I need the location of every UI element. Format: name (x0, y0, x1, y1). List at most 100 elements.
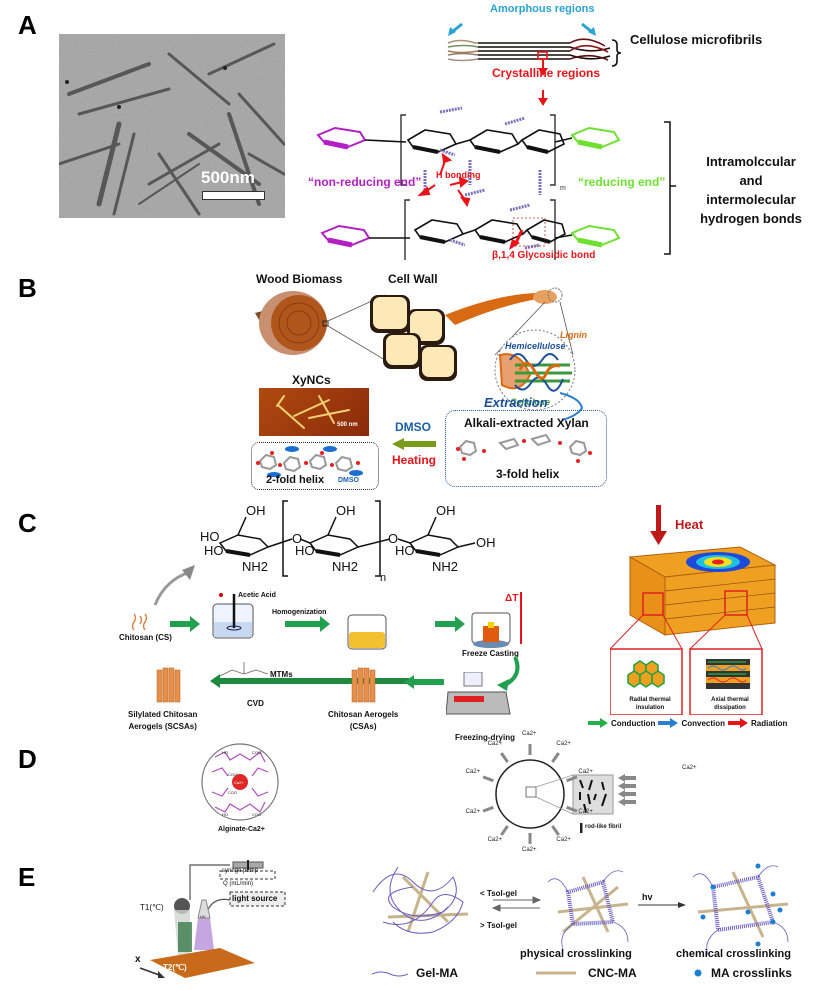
ca-ion-label: Ca2+ (556, 836, 571, 843)
reducing-ring-bottom (570, 224, 621, 248)
bioprinting-setup (139, 860, 286, 978)
atom-ho-2: HO (204, 543, 224, 558)
csa-line-2: (CSAs) (349, 722, 377, 731)
light-source-label: light source (232, 894, 278, 903)
curved-grey-arrow (153, 565, 195, 606)
bond-line-4: hydrogen bonds (700, 211, 802, 226)
lt-tsolgel-label: < Tsol-gel (480, 889, 517, 898)
axial-line-2: dissipation (714, 705, 746, 711)
hemicellulose-label: Hemicellulose (505, 341, 566, 351)
syringe-pump-box (219, 870, 276, 880)
legend-ma-crosslinks: MA crosslinks (711, 966, 792, 980)
scsa-label: Silylated Chitosan Aerogels (SCSAs) (128, 709, 197, 733)
atom-nh2-1: NH2 (242, 559, 268, 574)
curved-green-arrow (497, 656, 520, 691)
ca-ion-label: Ca2+ (578, 769, 593, 776)
tem-fibrils (59, 34, 285, 218)
bond-line-2: and (739, 173, 763, 188)
external-ca-arrows (618, 774, 636, 806)
x-axis-label: x (135, 954, 141, 965)
xyncs-crystals (276, 395, 350, 429)
cell-wall-icon (370, 295, 457, 381)
polymer-brackets (400, 114, 556, 260)
two-fold-helix-label: 2-fold helix (266, 474, 325, 486)
uv-label: UV (200, 914, 206, 919)
chemical-crosslinking-label: chemical crosslinking (676, 948, 791, 960)
three-fold-helix-label: 3-fold helix (496, 467, 560, 481)
printed-scaffold (178, 922, 192, 952)
alg-ho-2: HO (222, 812, 228, 817)
ca-arrow (500, 752, 509, 763)
xyncs-label: XyNCs (292, 373, 331, 387)
legend-convection: Convection (681, 718, 725, 728)
radial-line-1: Radial thermal (629, 697, 671, 703)
heat-transfer-legend: Conduction Convection Radiation (588, 718, 787, 728)
t1-label: T1(℃) (140, 903, 164, 912)
heat-arrow (650, 505, 667, 545)
glucose-rings (364, 129, 573, 244)
freeze-casting-icon (471, 612, 511, 648)
panel-letter-d: D (18, 744, 37, 774)
uv-cone (194, 918, 214, 950)
ca-arrow (482, 805, 494, 813)
t2-label: T2(℃) (163, 963, 187, 972)
alg-coo-1: COO⁻ (252, 750, 263, 755)
crosslinking-legend: Gel-MA CNC-MA MA crosslinks (372, 966, 792, 980)
crystalline-arrow-down (538, 59, 548, 76)
three-fold-molecule (456, 433, 592, 463)
cvd-arrow (210, 674, 410, 688)
beaker-solution-icon (347, 614, 387, 650)
alginate-ca-diagram: Ca2+ HO COO⁻ COO⁻ COO⁻ HO COO⁻ (201, 743, 279, 821)
ca-arrow (500, 825, 509, 836)
reducing-ring-top (570, 126, 621, 150)
ca-ion-label: Ca2+ (487, 741, 503, 748)
atom-nh2-2: NH2 (332, 559, 358, 574)
honeycomb-icon (627, 660, 665, 688)
atom-oh-4: OH (476, 535, 496, 550)
glycosidic-bond-label: β,1,4 Glycosidic bond (492, 250, 596, 261)
cellulose-chain-structure: H bonding m n (316, 106, 621, 260)
delta-t-label: ΔT (505, 593, 519, 604)
mtms-label: MTMs (270, 670, 293, 679)
cellulose-microfibrils-label: Cellulose microfibrils (630, 32, 763, 47)
atom-ho-3: HO (295, 543, 315, 558)
hydrogen-bonds (423, 106, 542, 250)
microfibril-diagram (447, 22, 622, 106)
process-arrows-row-1 (170, 616, 465, 632)
acetic-acid-label: Acetic Acid (238, 592, 276, 599)
heat-label: Heat (675, 517, 704, 532)
atom-oh-1: OH (246, 503, 266, 518)
flow-rate-label: Q (mL/min) (223, 881, 253, 887)
atom-ho-4: HO (395, 543, 415, 558)
gel-ma-line-icon (372, 971, 408, 977)
glycosidic-box (512, 217, 546, 247)
radial-highlight (642, 592, 664, 616)
chitosan-label: Chitosan (CS) (119, 633, 172, 642)
csa-line-1: Chitosan Aerogels (328, 710, 399, 719)
chemical-crosslinked-network (692, 863, 789, 956)
physical-crosslinking-label: physical crosslinking (520, 948, 632, 960)
bond-bracket (664, 121, 676, 255)
chitosan-atom-labels: OH OH OH HO HO HO HO OH O O NH2 NH2 NH2 … (200, 503, 496, 584)
legend-radiation: Radiation (751, 718, 788, 728)
scsa-line-1: Silylated Chitosan (128, 710, 198, 719)
two-fold-helix-box: 2-fold helix DMSO (251, 442, 379, 490)
lignin-label: Lignin (560, 330, 587, 340)
freezing-drying-label: Freezing-drying (455, 733, 516, 742)
afm-scale-label: 500 nm (337, 422, 358, 428)
tem-scale-label: 500nm (201, 168, 255, 187)
ca-ion-label: Ca2+ (465, 769, 481, 776)
crystalline-arrow-down-2 (538, 90, 548, 106)
ca-ion-label: Ca2+ (465, 808, 481, 815)
panel-letter-a: A (18, 10, 37, 40)
cnc-ma-line-icon (536, 971, 576, 975)
csa-icon (351, 667, 376, 703)
reducing-end-label: “reducing end” (578, 175, 666, 189)
bond-line-3: intermolecular (706, 192, 796, 207)
ca-arrow (566, 805, 578, 813)
hv-arrow (638, 902, 686, 908)
block-front (664, 564, 776, 636)
bond-description: Intramolccular and intermolecular hydrog… (686, 152, 816, 228)
syringe-pump-label: syringe pump (222, 868, 259, 874)
atom-o-2: O (388, 531, 398, 546)
